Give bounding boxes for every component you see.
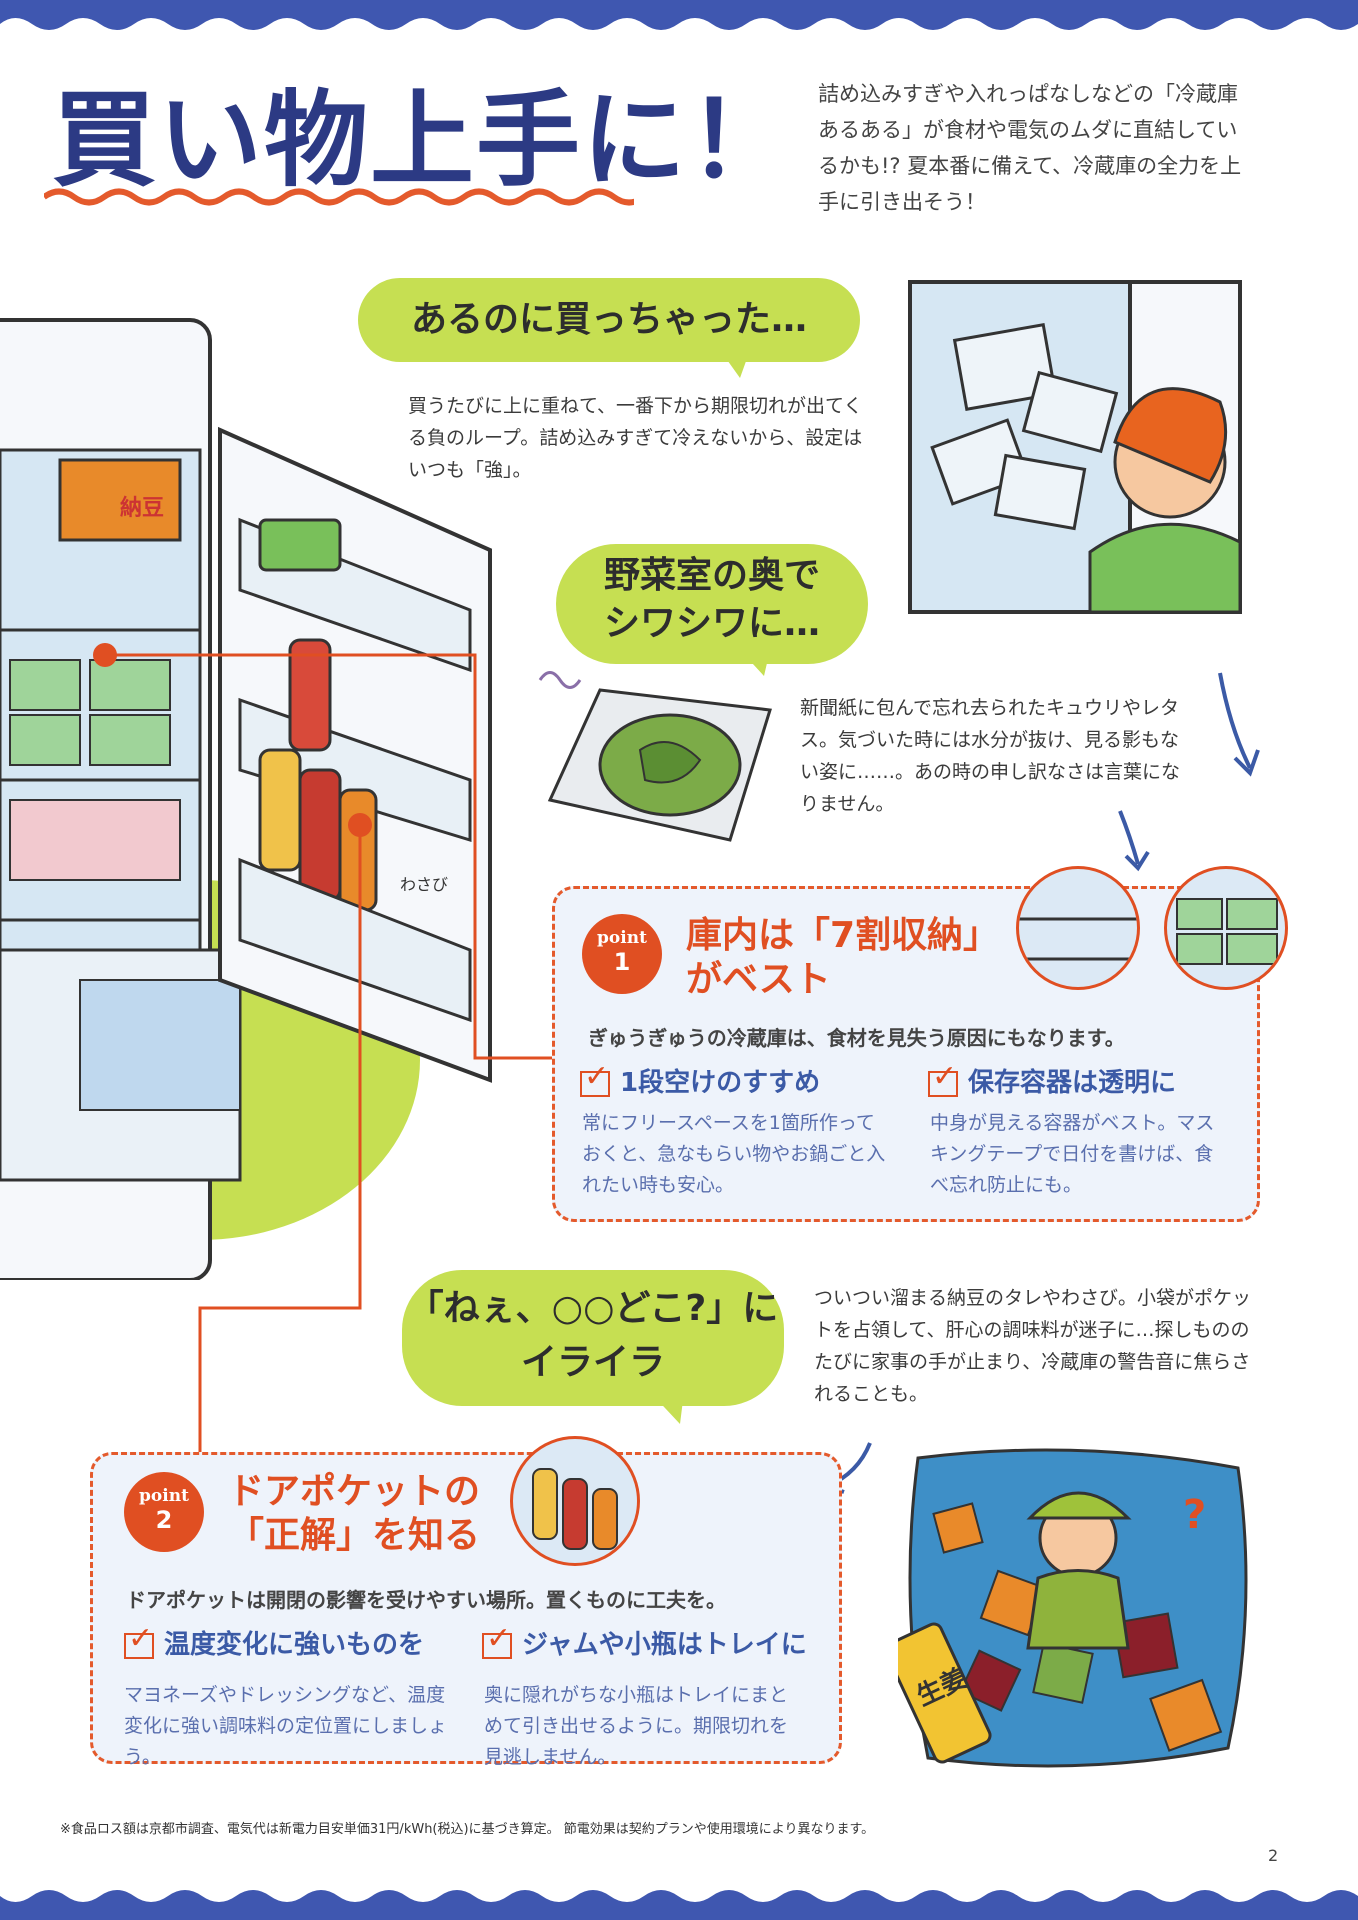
woman-fridge-illustration (908, 280, 1242, 614)
wasabi-label: わさび (400, 875, 448, 894)
lettuce-newspaper-illustration (538, 671, 772, 842)
question-mark: ? (1183, 1492, 1206, 1538)
point-1-badge: point 1 (582, 914, 662, 994)
point-1-item-2-head: 保存容器は透明に (928, 1059, 1176, 1099)
point-1-thumb-empty-shelf (1016, 866, 1140, 990)
text-wilted-veg: 新聞紙に包んで忘れ去られたキュウリやレタス。気づいた時には水分が抜け、見る影もな… (800, 697, 1181, 815)
point-2-thumb-door-pocket (510, 1436, 640, 1566)
point-2-box (90, 1452, 842, 1764)
bubble-2-tail (740, 650, 770, 676)
text-bought-again: 買うたびに上に重ねて、一番下から期限切れが出てくる負のループ。詰め込みすぎて冷え… (408, 395, 863, 481)
bubble-wilted-veg: 野菜室の奥で シワシワに… (556, 544, 868, 664)
point-2-badge: point 2 (124, 1472, 204, 1552)
bubble-bought-again: あるのに買っちゃった… (358, 278, 860, 362)
checkbox-icon (124, 1621, 154, 1659)
point-1-thumb-containers (1164, 866, 1288, 990)
point-1-item-1-head: 1段空けのすすめ (580, 1059, 820, 1099)
top-wave-band (0, 0, 1358, 30)
text-where-is: ついつい溜まる納豆のタレやわさび。小袋がポケットを占領して、肝心の調味料が迷子に… (814, 1287, 1252, 1405)
point-2-item-1-head: 温度変化に強いものを (124, 1621, 424, 1661)
fridge-illustration: 納豆 わさび (0, 318, 492, 1280)
page-number: 2 (1268, 1846, 1279, 1865)
intro-text: 詰め込みすぎや入れっぱなしなどの「冷蔵庫あるある」が食材や電気のムダに直結してい… (818, 82, 1242, 214)
point-2-title: ドアポケットの 「正解」を知る (228, 1471, 481, 1556)
checkbox-icon (580, 1059, 610, 1097)
point-1-box (552, 886, 1260, 1222)
point-2-item-2-body: 奥に隠れがちな小瓶はトレイにまとめて引き出せるように。期限切れを見逃しません。 (484, 1684, 789, 1768)
arrow-down-right-icon (1218, 672, 1260, 777)
arrow-down-icon (1118, 810, 1150, 872)
title-underline-wave (44, 188, 634, 206)
checkbox-icon (928, 1059, 958, 1097)
bubble-where-is: 「ねぇ、○○どこ?」に イライラ (402, 1270, 784, 1406)
bottom-wave-band (0, 1890, 1358, 1920)
explorer-illustration: 生姜 ? (898, 1448, 1248, 1768)
page-title: 買い物上手に！ (52, 79, 795, 201)
bubble-1-tail (720, 350, 750, 378)
point-1-lead: ぎゅうぎゅうの冷蔵庫は、食材を見失う原因にもなります。 (588, 1026, 1125, 1050)
checkbox-icon (482, 1621, 512, 1659)
point-2-item-1-body: マヨネーズやドレッシングなど、温度変化に強い調味料の定位置にしましょう。 (124, 1684, 448, 1768)
point-1-item-1-body: 常にフリースペースを1箇所作っておくと、急なもらい物やお鍋ごと入れたい時も安心。 (582, 1112, 886, 1196)
natto-label: 納豆 (120, 495, 164, 521)
footnote: ※食品ロス額は京都市調査、電気代は新電力目安単価31円/kWh(税込)に基づき算… (60, 1822, 875, 1837)
point-2-lead: ドアポケットは開閉の影響を受けやすい場所。置くものに工夫を。 (126, 1588, 726, 1612)
point-1-title: 庫内は「7割収納」 がベスト (686, 915, 1000, 1000)
bubble-3-tail (650, 1392, 684, 1424)
point-2-item-2-head: ジャムや小瓶はトレイに (482, 1621, 807, 1661)
point-1-item-2-body: 中身が見える容器がベスト。マスキングテープで日付を書けば、食べ忘れ防止にも。 (930, 1112, 1215, 1196)
